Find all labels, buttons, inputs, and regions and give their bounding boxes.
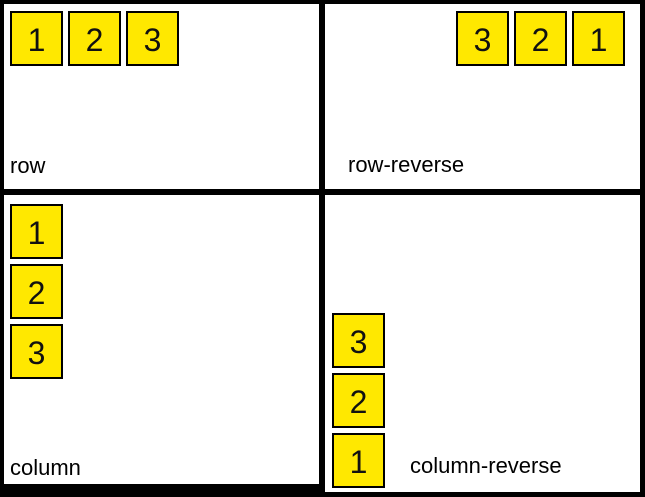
flex-item-2: 2 [10,264,63,319]
panel-column-reverse: 3 2 1 column-reverse [325,195,640,492]
flex-item-1: 1 [10,204,63,259]
panel-column: 1 2 3 column [4,195,319,484]
flex-item-1: 1 [10,11,63,66]
flex-item-2: 2 [514,11,567,66]
flex-item-3: 3 [332,313,385,368]
flex-item-1: 1 [332,433,385,488]
panel-row-reverse: 3 2 1 row-reverse [325,4,640,189]
flex-item-3: 3 [456,11,509,66]
flex-item-3: 3 [10,324,63,379]
panel-label-row-reverse: row-reverse [348,152,465,177]
panel-label-column-reverse: column-reverse [410,453,562,478]
flex-item-3: 3 [126,11,179,66]
flex-row-reverse-items: 3 2 1 [456,11,625,66]
panel-row: 1 2 3 row [4,4,319,189]
panel-label-column: column [10,455,81,480]
flex-column-items: 1 2 3 [10,204,63,379]
flex-item-2: 2 [68,11,121,66]
flex-item-1: 1 [572,11,625,66]
flex-item-2: 2 [332,373,385,428]
flex-column-reverse-items: 3 2 1 [332,313,385,488]
panel-label-row: row [10,153,46,178]
flex-row-items: 1 2 3 [10,11,179,66]
